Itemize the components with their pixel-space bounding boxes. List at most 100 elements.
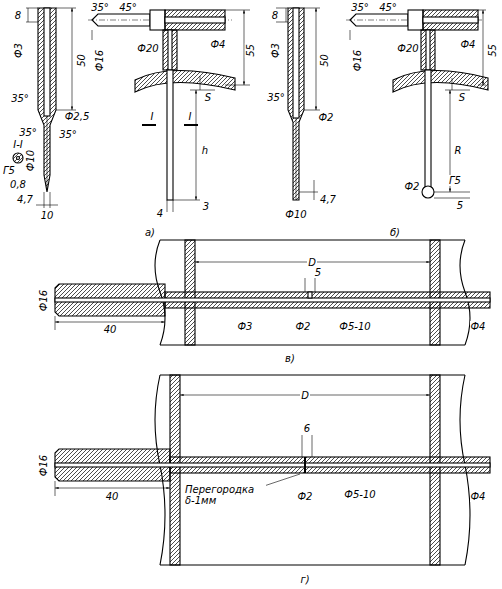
dimension-label: 35°: [90, 2, 110, 13]
probe-a-vertical-part: [44, 192, 45, 208]
dimension-label: 40: [105, 491, 120, 502]
dimension-label: 4,7: [319, 194, 337, 205]
dimension-label: Ф2: [295, 321, 312, 332]
dimension-label: 35°: [18, 127, 38, 138]
probe-a-vertical-part: [17, 157, 20, 160]
probe-a-head-part: [200, 76, 201, 90]
probe-drawing-part: [13, 8, 490, 565]
probe-a-head-part: [190, 90, 215, 91]
dimension-label: h: [201, 145, 209, 156]
dimension-label: Ф4: [470, 491, 487, 502]
pipe-g-part: [302, 435, 303, 457]
probe-a-head: [88, 10, 250, 212]
probe-b-head-part: [452, 78, 453, 90]
dimension-label: в): [284, 353, 296, 364]
pipe-v-part: [308, 292, 312, 298]
dimension-label: 50: [75, 53, 86, 68]
pipe-g-part: [264, 474, 300, 486]
probe-b-head-part: [423, 10, 478, 30]
pipe-v-part: [315, 278, 316, 292]
probe-a-vertical-part: [72, 8, 73, 110]
probe-b-head-part: [478, 85, 486, 86]
dimension-label: Ф10: [26, 148, 37, 171]
pipe-v-part: [55, 316, 56, 330]
pipe-g-part: [55, 481, 56, 496]
probe-b-head-part: [393, 70, 488, 92]
dimension-label: Ф20: [136, 43, 159, 54]
probe-a-head-part: [225, 85, 250, 86]
dimension-label: 0,8: [9, 179, 27, 190]
probe-a-vertical-part: [28, 8, 29, 22]
dimension-label: б): [389, 227, 401, 238]
dimension-label: Ф5-10: [343, 489, 376, 500]
dimension-label: Ф16: [39, 453, 50, 476]
pipe-v-part: [55, 322, 165, 323]
probe-a-head-part: [196, 90, 197, 200]
dimension-label: Перегородка δ-1мм: [184, 484, 266, 506]
probe-a-head-part: [165, 10, 225, 30]
probe-a-head-part: [165, 17, 225, 23]
dimension-label: Ф2: [404, 181, 421, 192]
probe-b-vertical-part: [286, 8, 287, 22]
dimension-label: 10: [40, 210, 55, 221]
dimension-label: Г5: [2, 165, 16, 176]
dimension-label: Ф3: [237, 321, 254, 332]
probe-b-head-part: [478, 10, 486, 11]
probe-b-head-part: [408, 10, 423, 30]
probe-b-head-part: [434, 192, 470, 193]
dimension-label: 45°: [118, 2, 138, 13]
probe-b-head-part: [483, 10, 484, 85]
dimension-label: Ф10: [284, 209, 307, 220]
dimension-label: Г5: [448, 175, 462, 186]
pipe-v-part: [160, 344, 465, 345]
dimension-label: Ф20: [396, 43, 419, 54]
dimension-label: I: [150, 111, 155, 122]
dimension-label: 35°: [10, 93, 30, 104]
dimension-label: 55: [244, 43, 255, 58]
dimension-label: Ф3: [12, 42, 23, 59]
dimension-label: I-I: [12, 139, 24, 150]
probe-a-head-part: [225, 10, 250, 11]
dimension-label: 3: [202, 201, 210, 212]
dimension-label: Ф3: [269, 42, 280, 59]
dimension-label: 55: [486, 43, 497, 58]
dimension-label: D: [300, 390, 310, 401]
dimension-label: 6: [303, 423, 311, 434]
dimension-label: I: [188, 111, 193, 122]
probe-a-head-part: [167, 200, 168, 212]
dimension-label: Ф16: [353, 48, 364, 71]
probe-a-vertical-part: [47, 116, 48, 190]
dimension-label: 8: [271, 10, 279, 21]
probe-a-vertical-part: [44, 8, 50, 116]
probe-b-head-part: [423, 17, 478, 23]
probe-b-vertical-part: [304, 8, 320, 9]
probe-b-vertical-part: [296, 118, 297, 200]
probe-b-vertical-part: [288, 8, 304, 200]
pipe-g-part: [312, 435, 313, 457]
probe-b-vertical-part: [314, 180, 315, 200]
probe-b-vertical-part: [304, 110, 320, 111]
probe-a-vertical-part: [38, 8, 56, 192]
dimension-label: S: [204, 92, 212, 103]
dimension-label: 5: [456, 200, 464, 211]
dimension-label: Ф4: [460, 39, 477, 50]
probe-a-head-part: [142, 124, 156, 126]
dimension-label: S: [458, 92, 466, 103]
dimension-label: 40: [103, 324, 118, 335]
probe-b-vertical-part: [299, 192, 318, 193]
pipe-g-part: [55, 488, 170, 489]
dimension-label: 45°: [378, 2, 398, 13]
probe-b-vertical-part: [316, 8, 317, 110]
probe-b-head-part: [350, 30, 351, 40]
probe-b-vertical: [276, 8, 320, 200]
probe-b-head: [346, 10, 488, 198]
pipe-v-part: [160, 239, 465, 240]
probe-b-head-part: [422, 186, 434, 198]
probe-a-head-part: [173, 200, 174, 212]
probe-a-head-part: [92, 30, 93, 40]
dimension-label: R: [454, 145, 463, 156]
dimension-label: 4: [156, 208, 164, 219]
dimension-label: 5: [314, 267, 322, 278]
probe-a-vertical-part: [56, 8, 76, 9]
